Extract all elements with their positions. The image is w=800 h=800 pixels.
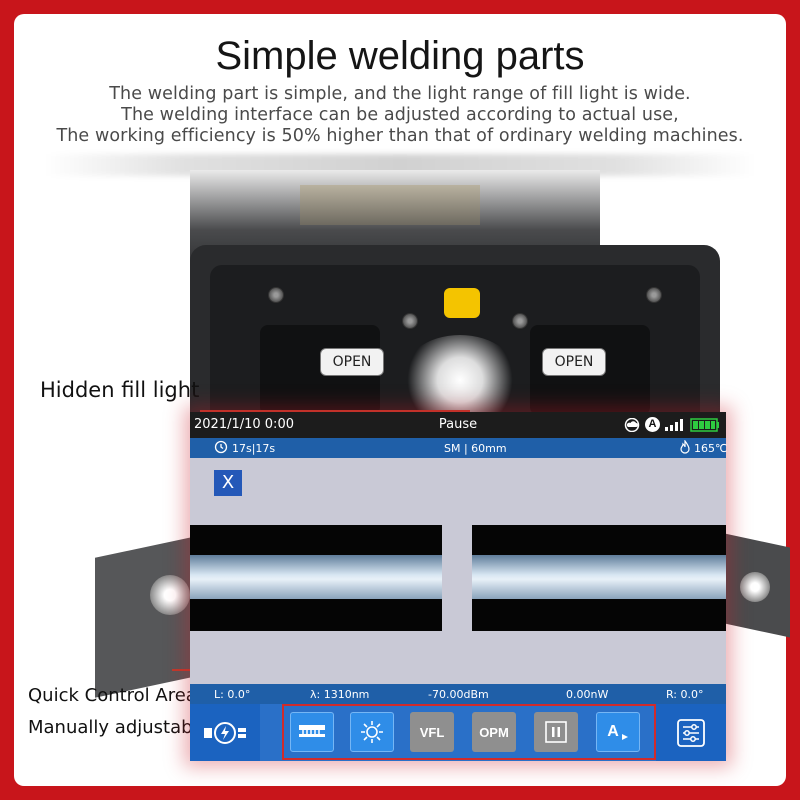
screw-icon bbox=[268, 287, 284, 303]
open-button-right[interactable]: OPEN bbox=[542, 348, 606, 376]
heater-tray-icon bbox=[299, 725, 325, 737]
datetime: 2021/1/10 0:00 bbox=[194, 417, 294, 432]
info-bar: 17s|17s SM | 60mm 165℃ bbox=[190, 438, 728, 458]
opm-button[interactable]: OPM bbox=[472, 712, 516, 752]
screw-icon bbox=[402, 313, 418, 329]
font-size-button[interactable]: A bbox=[596, 712, 640, 752]
callout-hidden-fill-light: Hidden fill light bbox=[40, 378, 200, 402]
auto-mode-badge: A bbox=[645, 417, 660, 432]
machine-window bbox=[300, 185, 480, 225]
description: The welding part is simple, and the ligh… bbox=[14, 84, 786, 147]
fill-light-button[interactable] bbox=[350, 712, 394, 752]
welder-screen: 2021/1/10 0:00 Pause A 17s|17s SM | 60mm… bbox=[190, 412, 728, 761]
font-size-label: A bbox=[607, 723, 619, 740]
power-nw: 0.00nW bbox=[566, 688, 609, 701]
cloud-icon bbox=[624, 417, 640, 432]
sun-icon bbox=[361, 721, 383, 743]
vfl-button[interactable]: VFL bbox=[410, 712, 454, 752]
quick-control-highlight bbox=[282, 704, 656, 760]
clock-icon bbox=[214, 440, 228, 457]
callout-line bbox=[200, 410, 470, 412]
heater-icon bbox=[678, 439, 692, 457]
screw-icon bbox=[646, 287, 662, 303]
status-bar: 2021/1/10 0:00 Pause A bbox=[190, 412, 726, 438]
fiber-image-right bbox=[472, 525, 726, 631]
screw-icon bbox=[512, 313, 528, 329]
power-button[interactable] bbox=[190, 704, 260, 761]
wavelength: λ: 1310nm bbox=[310, 688, 370, 701]
description-line-1: The welding part is simple, and the ligh… bbox=[109, 84, 691, 104]
timers: 17s|17s bbox=[232, 442, 276, 455]
right-angle: R: 0.0° bbox=[666, 688, 704, 701]
fiber-core-left bbox=[190, 555, 442, 599]
measure-bar: L: 0.0° λ: 1310nm -70.00dBm 0.00nW R: 0.… bbox=[190, 684, 726, 704]
callout-quick-control: Quick Control Area bbox=[28, 685, 197, 706]
fiber-core-right bbox=[472, 555, 726, 599]
temperature: 165℃ bbox=[694, 442, 728, 455]
page-title: Simple welding parts bbox=[215, 34, 585, 78]
fiber-image-left bbox=[190, 525, 442, 631]
settings-button[interactable] bbox=[656, 704, 726, 761]
power-icon bbox=[204, 721, 246, 744]
left-angle: L: 0.0° bbox=[214, 688, 251, 701]
quick-control-toolbar: VFL OPM A bbox=[190, 704, 726, 761]
description-line-2: The welding interface can be adjusted ac… bbox=[121, 105, 679, 125]
heater-button[interactable] bbox=[290, 712, 334, 752]
roller-left bbox=[150, 575, 190, 615]
roller-right bbox=[740, 572, 770, 602]
fiber-mode: SM | 60mm bbox=[444, 442, 507, 455]
warning-label-icon bbox=[444, 288, 480, 318]
pause-icon bbox=[545, 721, 567, 743]
settings-sliders-icon bbox=[677, 718, 705, 747]
pause-button[interactable] bbox=[534, 712, 578, 752]
signal-icon bbox=[665, 419, 683, 431]
battery-icon bbox=[690, 417, 719, 432]
power-dbm: -70.00dBm bbox=[428, 688, 489, 701]
x-view-button[interactable]: X bbox=[214, 470, 242, 496]
triangle-icon bbox=[621, 734, 628, 740]
description-line-3: The working efficiency is 50% higher tha… bbox=[56, 126, 744, 146]
status-icons: A bbox=[623, 417, 720, 432]
state-label: Pause bbox=[438, 417, 478, 432]
open-button-left[interactable]: OPEN bbox=[320, 348, 384, 376]
callout-manually-adjustable: Manually adjustable bbox=[28, 717, 209, 738]
